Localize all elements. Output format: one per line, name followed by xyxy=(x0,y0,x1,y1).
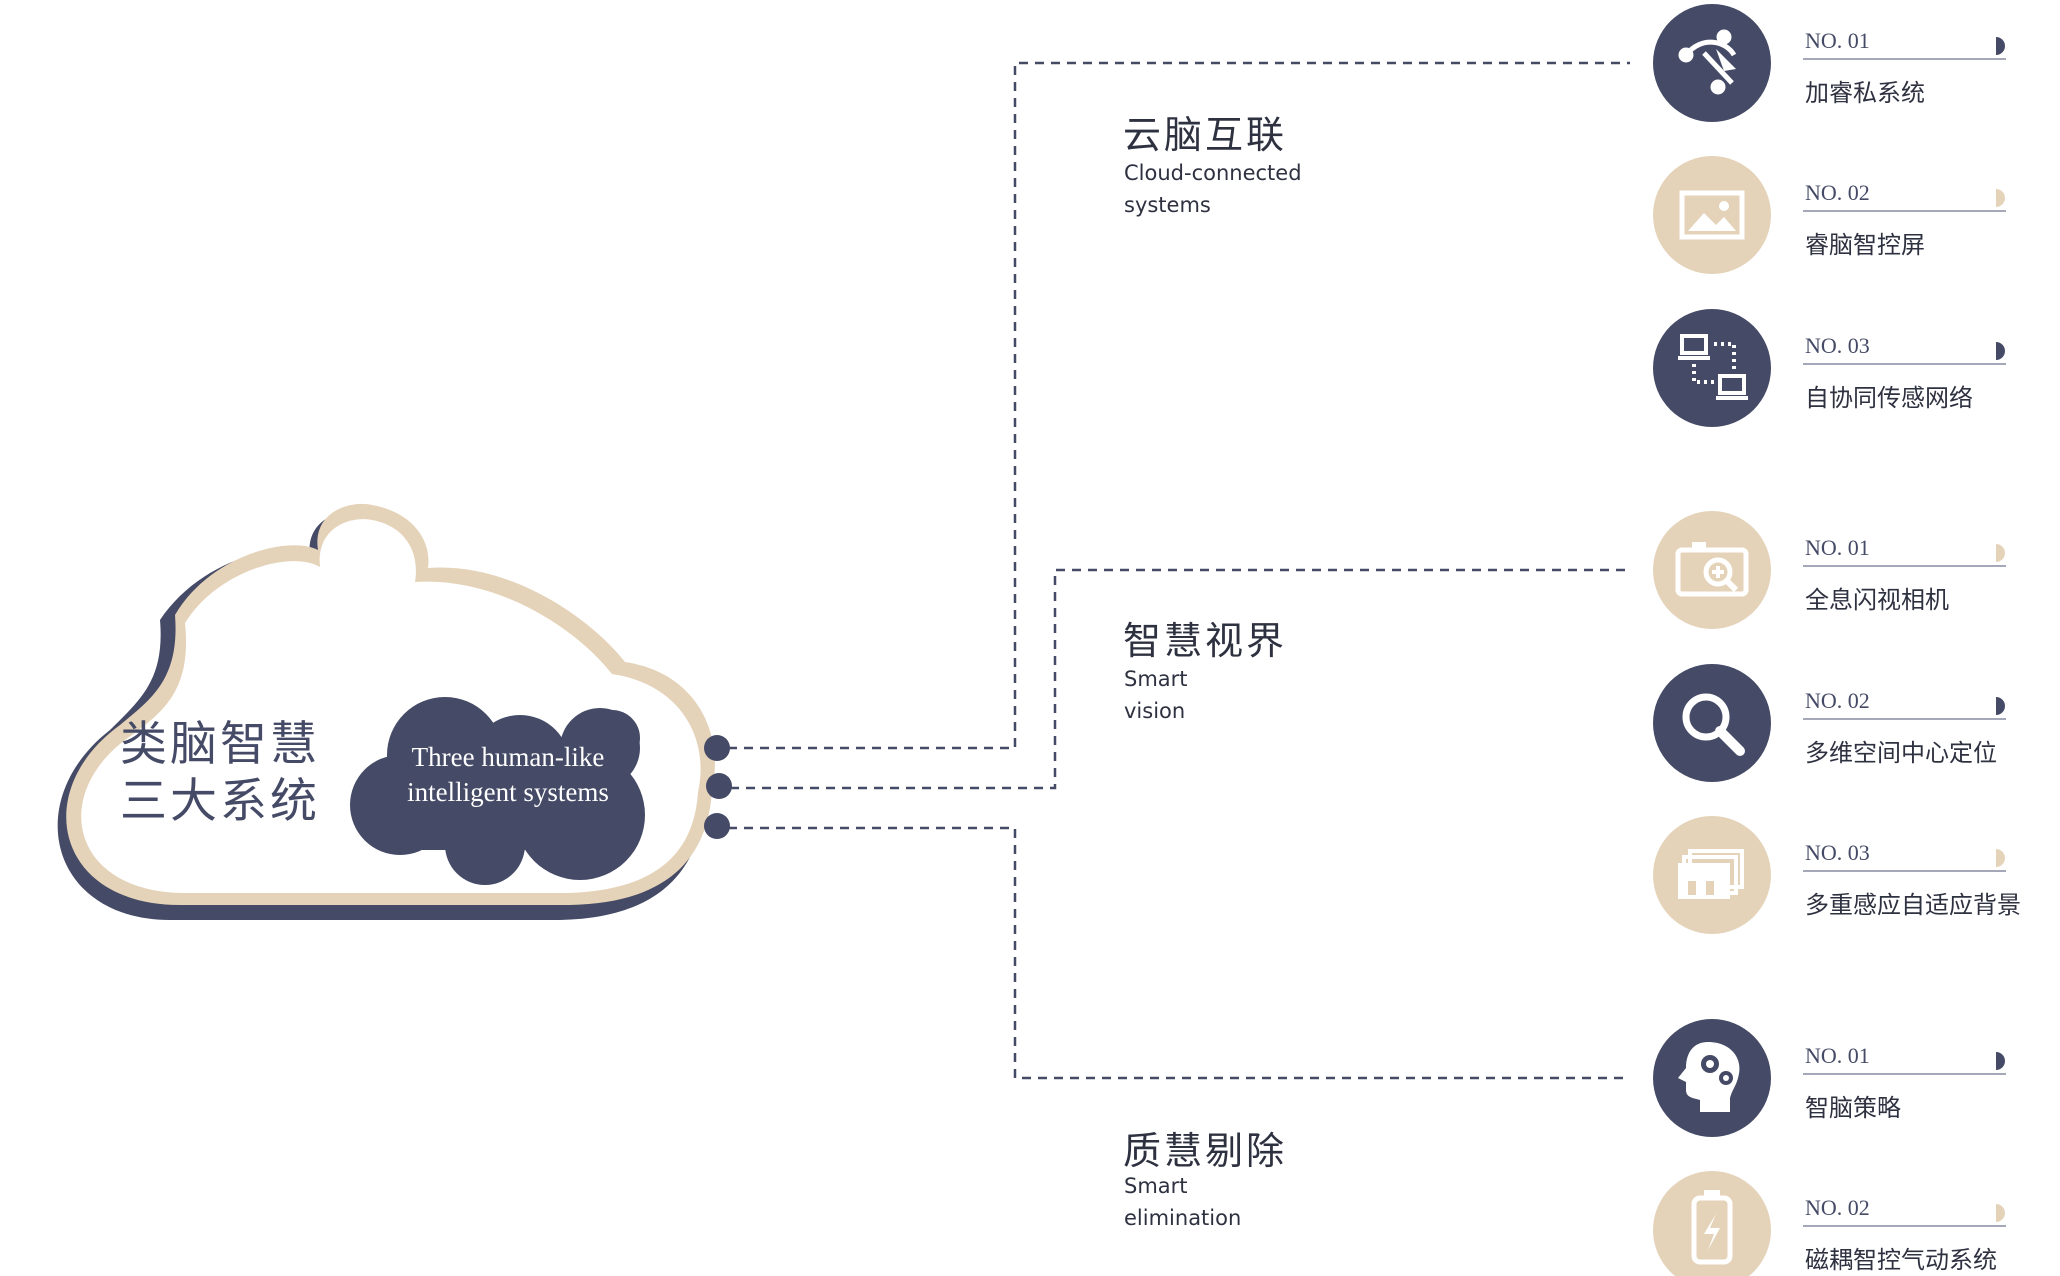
section-title-elimination: 质慧剔除 xyxy=(1123,1129,1288,1173)
section-subtitle-vision: Smart vision xyxy=(1124,667,1188,723)
item-label: 睿脑智控屏 xyxy=(1805,231,1925,259)
inner-cloud xyxy=(350,697,645,885)
item-number: NO. 03 xyxy=(1805,333,1870,358)
item-2-3 xyxy=(1653,816,2006,934)
half-circle-marker xyxy=(1996,544,2005,562)
item-1-1 xyxy=(1653,4,2006,122)
item-number: NO. 01 xyxy=(1805,28,1870,53)
item-2-2 xyxy=(1653,664,2006,782)
item-label: 多重感应自适应背景 xyxy=(1805,891,2021,919)
item-3-2 xyxy=(1653,1171,2006,1276)
section-title-cloud: 云脑互联 xyxy=(1123,113,1288,157)
item-label: 加睿私系统 xyxy=(1805,79,1925,107)
vector-path-icon xyxy=(1678,29,1737,95)
connector-bump-2 xyxy=(706,773,732,799)
connector-bump-1 xyxy=(704,735,730,761)
item-circle xyxy=(1653,1171,1771,1276)
battery-bolt-icon xyxy=(1691,1190,1733,1265)
connector-lines xyxy=(728,61,1630,1080)
connector-line-1 xyxy=(728,61,1630,750)
half-circle-marker xyxy=(1996,189,2005,207)
cloud-title: 类脑智慧 三大系统 xyxy=(120,717,320,829)
item-circle xyxy=(1653,309,1771,427)
search-icon xyxy=(1682,693,1745,756)
item-label: 自协同传感网络 xyxy=(1805,384,1973,412)
cloud-graphic xyxy=(57,503,732,920)
item-circle xyxy=(1653,156,1771,274)
half-circle-marker xyxy=(1996,1204,2005,1222)
item-circle xyxy=(1653,664,1771,782)
connector-bump-3 xyxy=(704,813,730,839)
item-label: 智脑策略 xyxy=(1805,1094,1901,1122)
section-subtitle-cloud: Cloud-connected systems xyxy=(1124,161,1302,217)
brain-gears-icon xyxy=(1678,1042,1740,1112)
item-number: NO. 02 xyxy=(1805,688,1870,713)
half-circle-marker xyxy=(1996,342,2005,360)
item-1-2 xyxy=(1653,156,2006,274)
camera-zoom-icon xyxy=(1675,542,1749,597)
layers-icon xyxy=(1678,849,1744,899)
item-1-3 xyxy=(1653,309,2006,427)
item-label: 磁耦智控气动系统 xyxy=(1805,1246,1997,1274)
item-2-1 xyxy=(1653,511,2006,629)
section-title-vision: 智慧视界 xyxy=(1123,619,1288,663)
cloud-subtitle: Three human-like intelligent systems xyxy=(407,742,609,807)
connector-line-3 xyxy=(728,826,1625,1080)
half-circle-marker xyxy=(1996,697,2005,715)
item-number: NO. 01 xyxy=(1805,535,1870,560)
item-number: NO. 01 xyxy=(1805,1043,1870,1068)
section-subtitle-elimination: Smart elimination xyxy=(1124,1174,1242,1230)
item-number: NO. 03 xyxy=(1805,840,1870,865)
half-circle-marker xyxy=(1996,1052,2005,1070)
half-circle-marker xyxy=(1996,37,2005,55)
connector-line-2 xyxy=(730,568,1625,790)
image-icon xyxy=(1679,190,1745,240)
item-number: NO. 02 xyxy=(1805,1195,1870,1220)
half-circle-marker xyxy=(1996,849,2005,867)
item-number: NO. 02 xyxy=(1805,180,1870,205)
network-icon xyxy=(1678,334,1748,400)
item-label: 全息闪视相机 xyxy=(1805,586,1949,614)
item-label: 多维空间中心定位 xyxy=(1805,739,1997,767)
item-3-1 xyxy=(1653,1019,2006,1137)
